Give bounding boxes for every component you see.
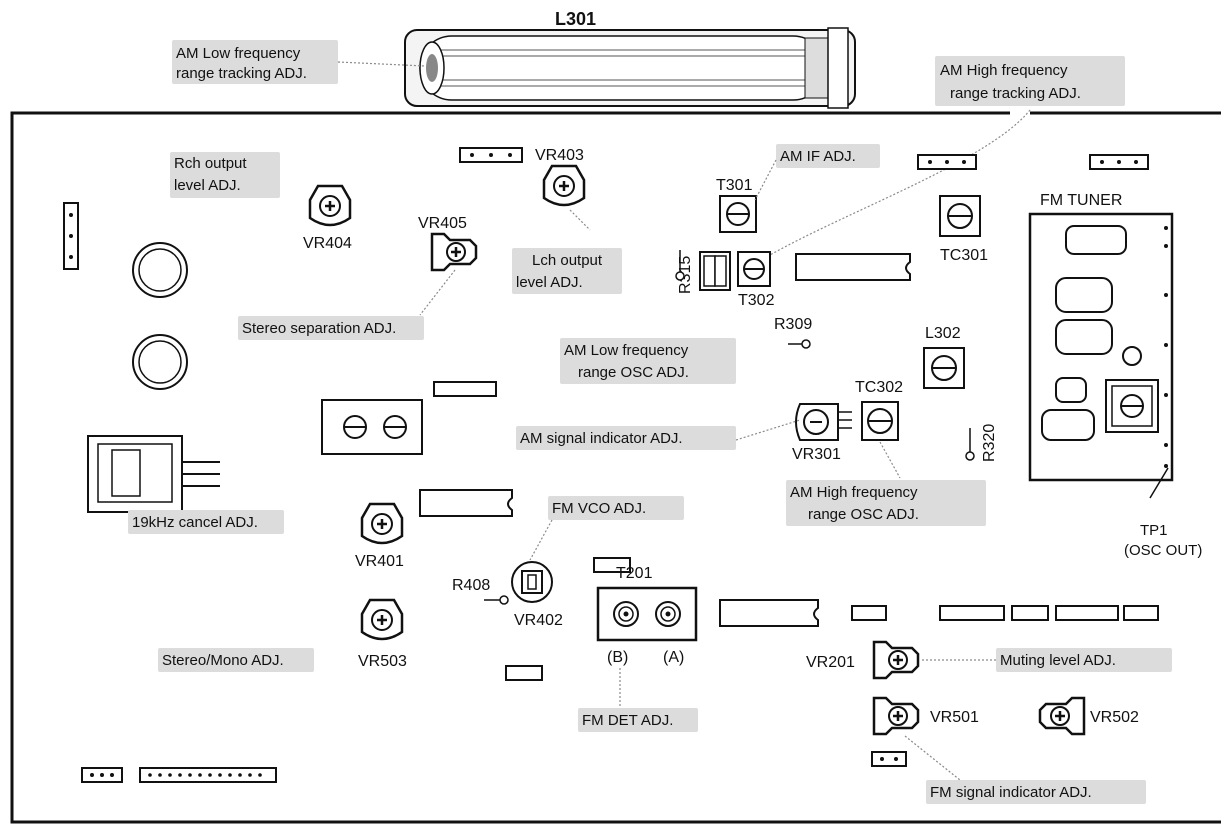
l302-label: L302 — [925, 325, 961, 342]
fm-signal-indicator-label: FM signal indicator ADJ. — [930, 784, 1092, 801]
vr201-trimmer — [872, 640, 920, 680]
r320-label: R320 — [981, 424, 998, 462]
resistor-block — [593, 557, 631, 573]
r315-label: R315 — [677, 256, 694, 294]
t301-label: T301 — [716, 177, 753, 194]
am-signal-indicator-label: AM signal indicator ADJ. — [520, 430, 683, 447]
terminal-block — [321, 399, 423, 455]
muting-level-label: Muting level ADJ. — [1000, 652, 1116, 669]
l302-coil — [923, 347, 965, 389]
resistor-block — [1123, 605, 1159, 621]
tc302-label: TC302 — [855, 379, 903, 396]
vr401-label: VR401 — [355, 553, 404, 570]
fm-tuner-label: FM TUNER — [1040, 192, 1122, 209]
vr405-label: VR405 — [418, 215, 467, 232]
resistor-block — [851, 605, 887, 621]
tc301-label: TC301 — [940, 247, 988, 264]
rch-output-label: Rch output level ADJ. — [174, 155, 251, 194]
t201-transformer — [596, 586, 698, 642]
t201-b-label: (B) — [607, 649, 628, 666]
vr405-trimmer — [430, 232, 478, 272]
19khz-cancel-label: 19kHz cancel ADJ. — [132, 514, 258, 531]
vr501-trimmer — [872, 696, 920, 736]
r315-testpoint — [675, 271, 685, 281]
lch-output-label: Lch output level ADJ. — [516, 252, 606, 291]
am-low-osc-label: AM Low frequency range OSC ADJ. — [564, 342, 692, 381]
r309-label: R309 — [774, 316, 812, 333]
vr503-label: VR503 — [358, 653, 407, 670]
t302-label: T302 — [738, 292, 775, 309]
r408-label: R408 — [452, 577, 490, 594]
vr402-coil — [511, 561, 553, 603]
vr404-trimmer — [308, 184, 352, 227]
resistor-block — [939, 605, 1005, 621]
vr402-label: VR402 — [514, 612, 563, 629]
fm-vco-label: FM VCO ADJ. — [552, 500, 646, 517]
vr401-trimmer — [360, 502, 404, 545]
stereo-mono-label: Stereo/Mono ADJ. — [162, 652, 284, 669]
t201-label: T201 — [616, 565, 653, 582]
ic-chip — [795, 253, 911, 281]
t301-transformer — [719, 195, 757, 233]
capacitor-round — [132, 242, 188, 298]
connector — [871, 751, 907, 767]
connector-vertical — [63, 202, 79, 270]
t302-block — [699, 251, 731, 291]
am-high-osc-label: AM High frequency range OSC ADJ. — [790, 484, 922, 523]
vr502-trimmer — [1038, 696, 1086, 736]
l301-coil — [404, 27, 856, 109]
vr403-trimmer — [542, 164, 586, 207]
vr404-label: VR404 — [303, 235, 352, 252]
stereo-separation-label: Stereo separation ADJ. — [242, 320, 396, 337]
am-low-tracking-label: AM Low frequency range tracking ADJ. — [176, 45, 307, 82]
r309-testpoint — [801, 339, 811, 349]
t201-a-label: (A) — [663, 649, 684, 666]
resistor-block — [1011, 605, 1049, 621]
resistor-block — [505, 665, 543, 681]
vr501-label: VR501 — [930, 709, 979, 726]
vr502-label: VR502 — [1090, 709, 1139, 726]
connector — [917, 154, 977, 170]
vr301-label: VR301 — [792, 446, 841, 463]
vr503-trimmer — [360, 598, 404, 641]
connector-long — [139, 767, 277, 783]
ic-chip — [719, 599, 819, 627]
connector — [1089, 154, 1149, 170]
slide-switch — [87, 435, 220, 513]
resistor-block — [1055, 605, 1119, 621]
capacitor-round — [132, 334, 188, 390]
r408-testpoint — [499, 595, 509, 605]
l301-label: L301 — [555, 9, 596, 29]
fm-tuner-module — [1028, 212, 1174, 482]
pcb-outline — [10, 111, 1221, 824]
am-if-label: AM IF ADJ. — [780, 148, 856, 165]
r320-testpoint — [965, 451, 975, 461]
connector — [459, 147, 523, 163]
tc301-trimmer — [939, 195, 981, 237]
resistor-block — [433, 381, 497, 397]
fm-det-label: FM DET ADJ. — [582, 712, 673, 729]
vr201-label: VR201 — [806, 654, 855, 671]
am-high-tracking-label: AM High frequency range tracking ADJ. — [940, 62, 1081, 102]
connector — [81, 767, 123, 783]
tc302-trimmer — [861, 401, 899, 441]
vr403-label: VR403 — [535, 147, 584, 164]
tp1-label: TP1 (OSC OUT) — [1124, 522, 1202, 559]
ic-chip — [419, 489, 513, 517]
t302-transformer — [737, 251, 771, 287]
vr301-trimmer — [795, 403, 852, 441]
